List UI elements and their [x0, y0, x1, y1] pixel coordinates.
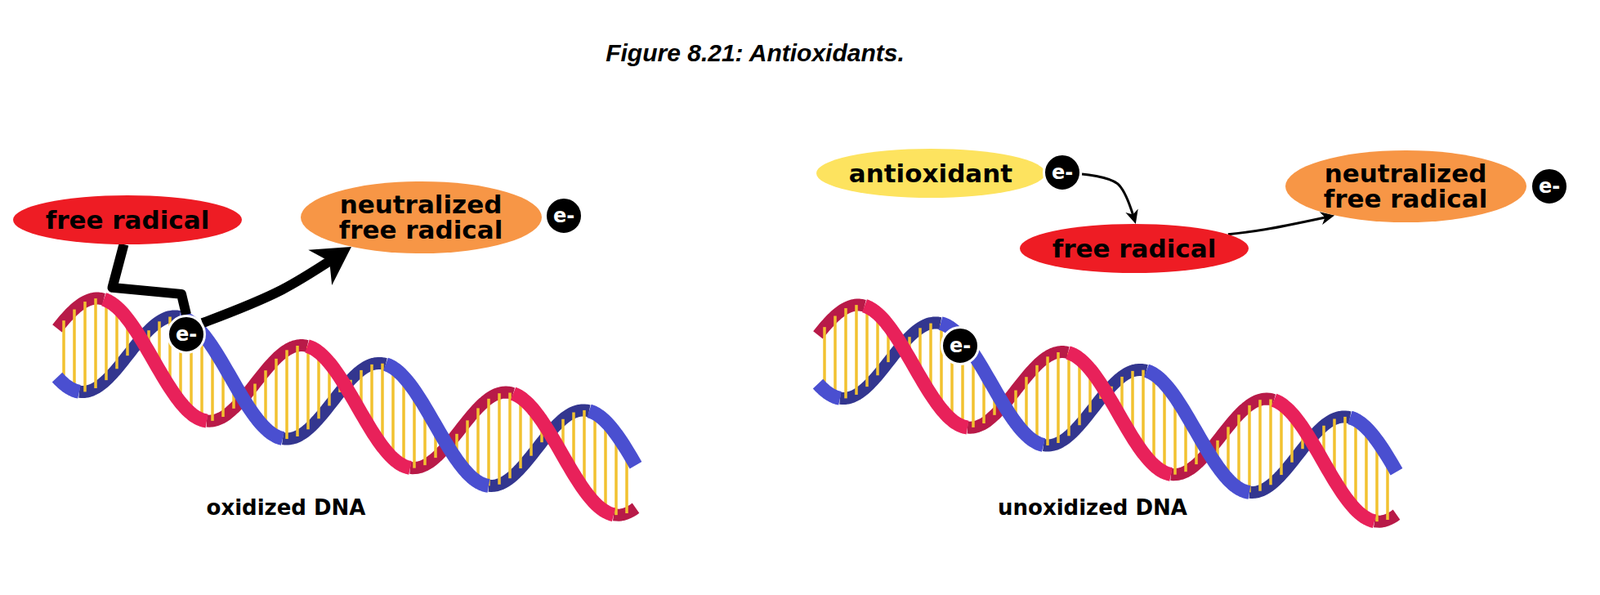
- molecule-label: antioxidant: [849, 160, 1013, 187]
- base-pair: [865, 306, 869, 387]
- antioxidant-ellipse: antioxidant: [816, 148, 1046, 198]
- dna-base-pairs: [63, 298, 627, 515]
- electron-transfer-arrow: [202, 246, 352, 323]
- neutralized-radical-ellipse: neutralized free radical: [300, 181, 542, 254]
- electron-label: e-: [175, 324, 197, 345]
- base-pair: [497, 393, 501, 485]
- electron-label: e-: [949, 335, 971, 356]
- connector-line: [202, 246, 352, 323]
- electron-circle: e-: [1529, 166, 1569, 206]
- electron-label: e-: [553, 205, 575, 226]
- connector-line: [112, 244, 187, 315]
- dna-caption: unoxidized DNA: [997, 495, 1188, 520]
- dna-back-strand: [57, 298, 636, 515]
- base-pair: [593, 413, 597, 504]
- free-radical-ellipse: free radical: [13, 195, 243, 245]
- dna-front-strand: [57, 299, 636, 514]
- connector-line: [1228, 215, 1335, 235]
- neutralization-arrow: [1228, 211, 1335, 234]
- base-pair: [476, 407, 480, 482]
- figure-title: Figure 8.21: Antioxidants.: [605, 39, 905, 68]
- dna-strand: [1146, 370, 1250, 493]
- free-radical-ellipse: free radical: [1019, 223, 1250, 273]
- base-pair: [306, 346, 310, 430]
- base-pair: [844, 308, 848, 398]
- base-pair: [1237, 414, 1241, 488]
- dna-back-strand: [817, 304, 1397, 522]
- base-pair: [285, 349, 289, 439]
- electron-theft-path: [112, 244, 187, 315]
- base-pair: [518, 397, 523, 469]
- base-pair: [1035, 365, 1039, 443]
- base-pair: [1067, 353, 1071, 437]
- base-pair: [1247, 405, 1252, 493]
- base-pair: [1056, 352, 1060, 443]
- dna-strand: [57, 377, 80, 393]
- base-pair: [1258, 399, 1262, 492]
- base-pair: [1354, 420, 1358, 510]
- molecule-label: neutralized free radical: [1318, 160, 1494, 212]
- base-pair: [1152, 374, 1156, 465]
- base-pair: [295, 345, 300, 437]
- electron-donation-arrow: [1081, 174, 1139, 224]
- base-pair: [402, 376, 406, 466]
- base-pair: [854, 304, 859, 395]
- base-pair: [391, 367, 395, 459]
- dna-strand: [1349, 417, 1397, 472]
- base-pair: [1269, 399, 1273, 486]
- dna-caption: oxidized DNA: [206, 495, 367, 520]
- base-pair: [508, 393, 512, 479]
- base-pair: [603, 421, 608, 512]
- arrowhead: [308, 246, 352, 286]
- dna-strand: [817, 384, 841, 399]
- base-pair: [833, 316, 837, 398]
- electron-circle: e-: [1042, 152, 1082, 193]
- base-pair: [1162, 383, 1167, 473]
- molecule-label: free radical: [1052, 236, 1217, 262]
- neutralized-radical-ellipse: neutralized free radical: [1285, 150, 1527, 223]
- molecule-label: free radical: [45, 207, 211, 233]
- electron-circle: e-: [544, 196, 584, 236]
- base-pair: [487, 398, 491, 487]
- base-pair: [83, 301, 87, 392]
- dna-strand: [385, 364, 489, 487]
- dna-front-strand: [817, 305, 1397, 521]
- electron-circle: e-: [940, 326, 980, 366]
- molecule-label: neutralized free radical: [333, 192, 510, 243]
- dna-strand: [940, 323, 1044, 446]
- base-pair: [274, 358, 278, 437]
- dna-strand: [589, 411, 636, 465]
- dna-helix: [57, 298, 636, 515]
- base-pair: [1364, 428, 1368, 519]
- dna-helix: [817, 304, 1397, 522]
- electron-label: e-: [1538, 176, 1560, 197]
- dna-base-pairs: [824, 304, 1388, 522]
- electron-label: e-: [1051, 162, 1073, 183]
- electron-circle: e-: [166, 314, 206, 354]
- connector-line: [1081, 174, 1136, 224]
- base-pair: [104, 299, 108, 380]
- base-pair: [93, 298, 98, 389]
- dna-strand: [103, 299, 207, 421]
- arrowhead: [1125, 208, 1138, 224]
- base-pair: [72, 309, 76, 391]
- base-pair: [1279, 403, 1283, 475]
- base-pair: [1045, 356, 1050, 446]
